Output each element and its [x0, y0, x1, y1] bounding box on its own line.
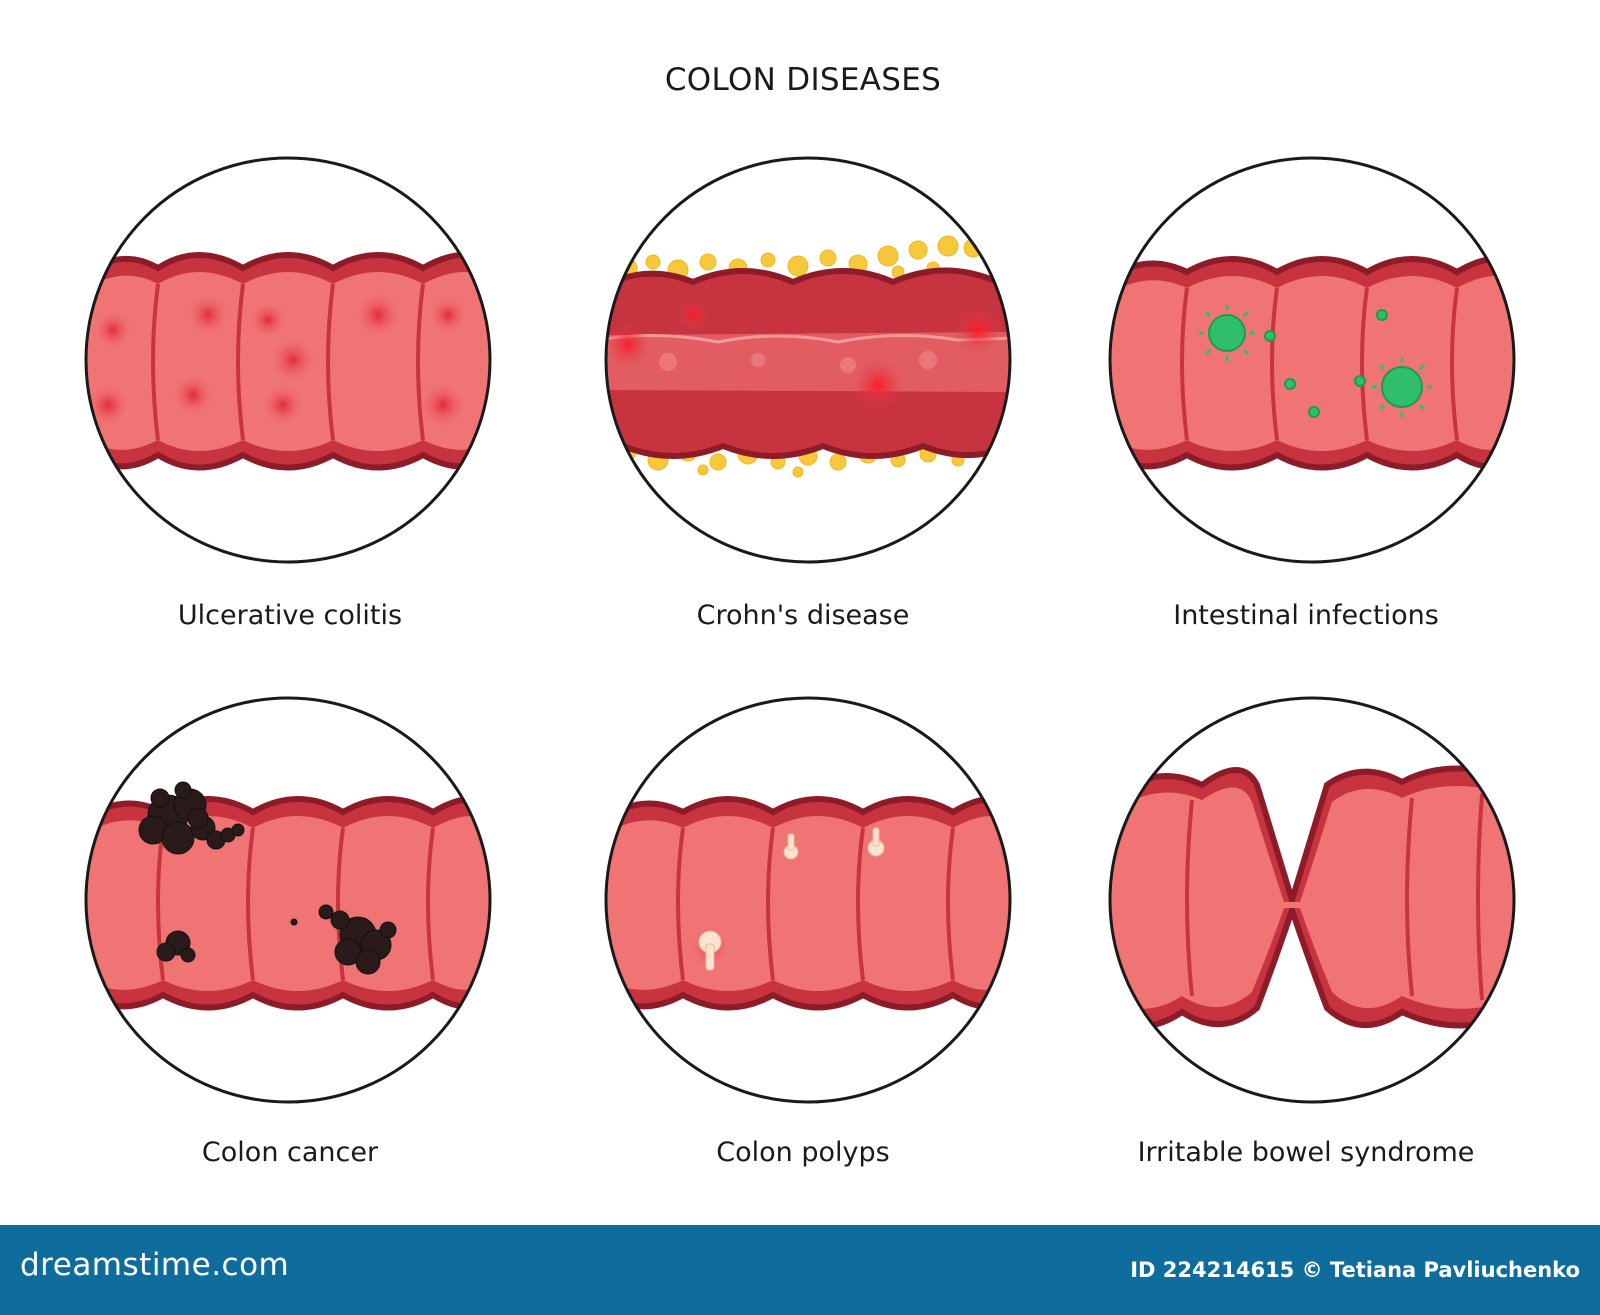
irritable-bowel-syndrome-label: Irritable bowel syndrome: [1137, 1137, 1475, 1168]
colon-cancer-label: Colon cancer: [201, 1137, 379, 1168]
crohns-disease-label: Crohn's disease: [696, 600, 910, 631]
colon-cancer-icon: [84, 696, 492, 1104]
colon-polyps-label: Colon polyps: [716, 1137, 890, 1168]
ulcerative-colitis-icon: [84, 156, 492, 564]
irritable-bowel-syndrome-panel: [1102, 690, 1522, 1110]
colon-polyps-panel: [598, 690, 1018, 1110]
ulcerative-colitis-label: Ulcerative colitis: [177, 600, 403, 631]
irritable-bowel-syndrome-icon: [1108, 696, 1516, 1104]
colon-cancer-panel: [78, 690, 498, 1110]
intestinal-infections-panel: [1102, 150, 1522, 570]
footer-bar: dreamstime.com ID 224214615 © Tetiana Pa…: [0, 1225, 1600, 1315]
intestinal-infections-label: Intestinal infections: [1173, 600, 1439, 631]
crohns-disease-icon: [604, 156, 1012, 564]
ulcerative-colitis-panel: [78, 150, 498, 570]
intestinal-infections-icon: [1108, 156, 1516, 564]
image-credit: ID 224214615 © Tetiana Pavliuchenko: [1130, 1258, 1580, 1282]
colon-polyps-icon: [604, 696, 1012, 1104]
crohns-disease-panel: [598, 150, 1018, 570]
brand-logo: dreamstime.com: [20, 1247, 290, 1283]
page-title: COLON DISEASES: [664, 62, 942, 98]
